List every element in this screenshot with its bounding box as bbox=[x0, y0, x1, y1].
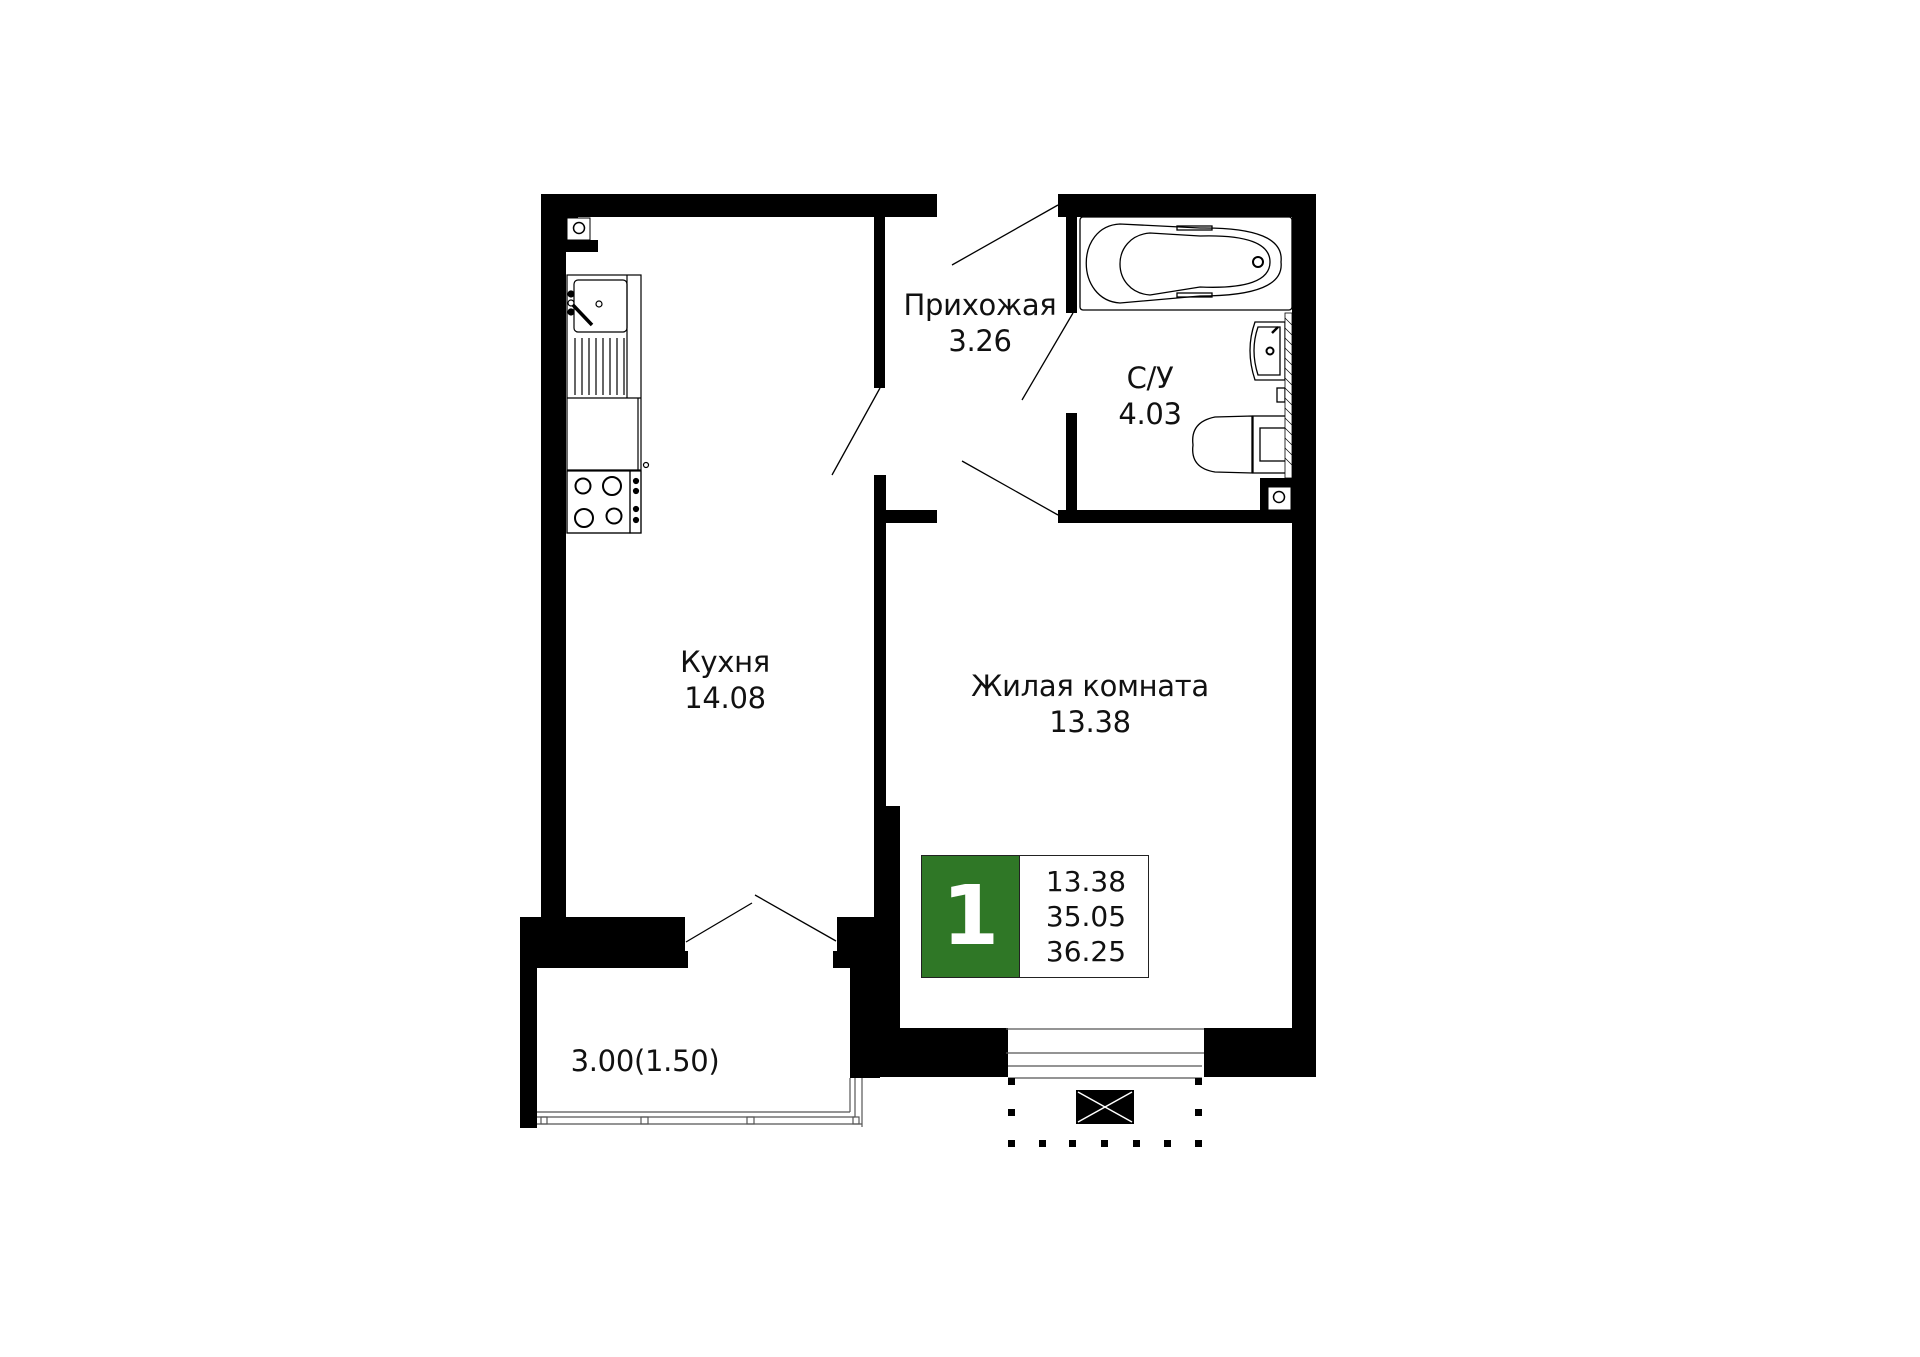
door-swings bbox=[685, 204, 1074, 943]
room-area: 4.03 bbox=[1118, 397, 1182, 431]
apartment-info-box: 1 13.38 35.05 36.25 bbox=[921, 855, 1149, 978]
air-conditioner-icon bbox=[1076, 1090, 1134, 1124]
kitchen-counter bbox=[566, 274, 650, 534]
window bbox=[1006, 1028, 1204, 1079]
balcony-dotted-outline bbox=[1008, 1078, 1202, 1147]
room-name: Прихожая bbox=[903, 288, 1057, 322]
living-area-value: 13.38 bbox=[1045, 865, 1127, 898]
room-label-bathroom: С/У 4.03 bbox=[1080, 360, 1220, 432]
total-area-value: 35.05 bbox=[1045, 900, 1127, 933]
room-label-kitchen: Кухня 14.08 bbox=[640, 644, 810, 716]
room-area: 14.08 bbox=[684, 681, 766, 715]
ventilation-shaft-icon bbox=[1260, 478, 1292, 511]
stove-icon bbox=[566, 470, 642, 534]
rooms-count-badge: 1 bbox=[922, 856, 1020, 977]
total-area-with-balcony-value: 36.25 bbox=[1045, 935, 1127, 968]
room-area: 3.00(1.50) bbox=[570, 1044, 720, 1078]
ventilation-shaft-icon bbox=[566, 217, 598, 252]
room-label-hallway: Прихожая 3.26 bbox=[880, 287, 1080, 359]
room-area: 13.38 bbox=[1049, 705, 1131, 739]
room-name: Кухня bbox=[680, 645, 770, 679]
room-name: Жилая комната bbox=[971, 669, 1209, 703]
room-area: 3.26 bbox=[948, 324, 1012, 358]
room-label-balcony: 3.00(1.50) bbox=[555, 1043, 735, 1079]
bathroom-wall-hatch bbox=[1284, 312, 1293, 479]
sink-icon bbox=[567, 275, 641, 399]
walls bbox=[520, 194, 1316, 1128]
bathtub-icon bbox=[1079, 216, 1293, 311]
washbasin-icon bbox=[1249, 321, 1286, 403]
area-summary: 13.38 35.05 36.25 bbox=[1020, 856, 1148, 977]
balcony-glazing bbox=[537, 1078, 863, 1127]
room-name: С/У bbox=[1126, 361, 1174, 395]
room-label-living-room: Жилая комната 13.38 bbox=[940, 668, 1240, 740]
